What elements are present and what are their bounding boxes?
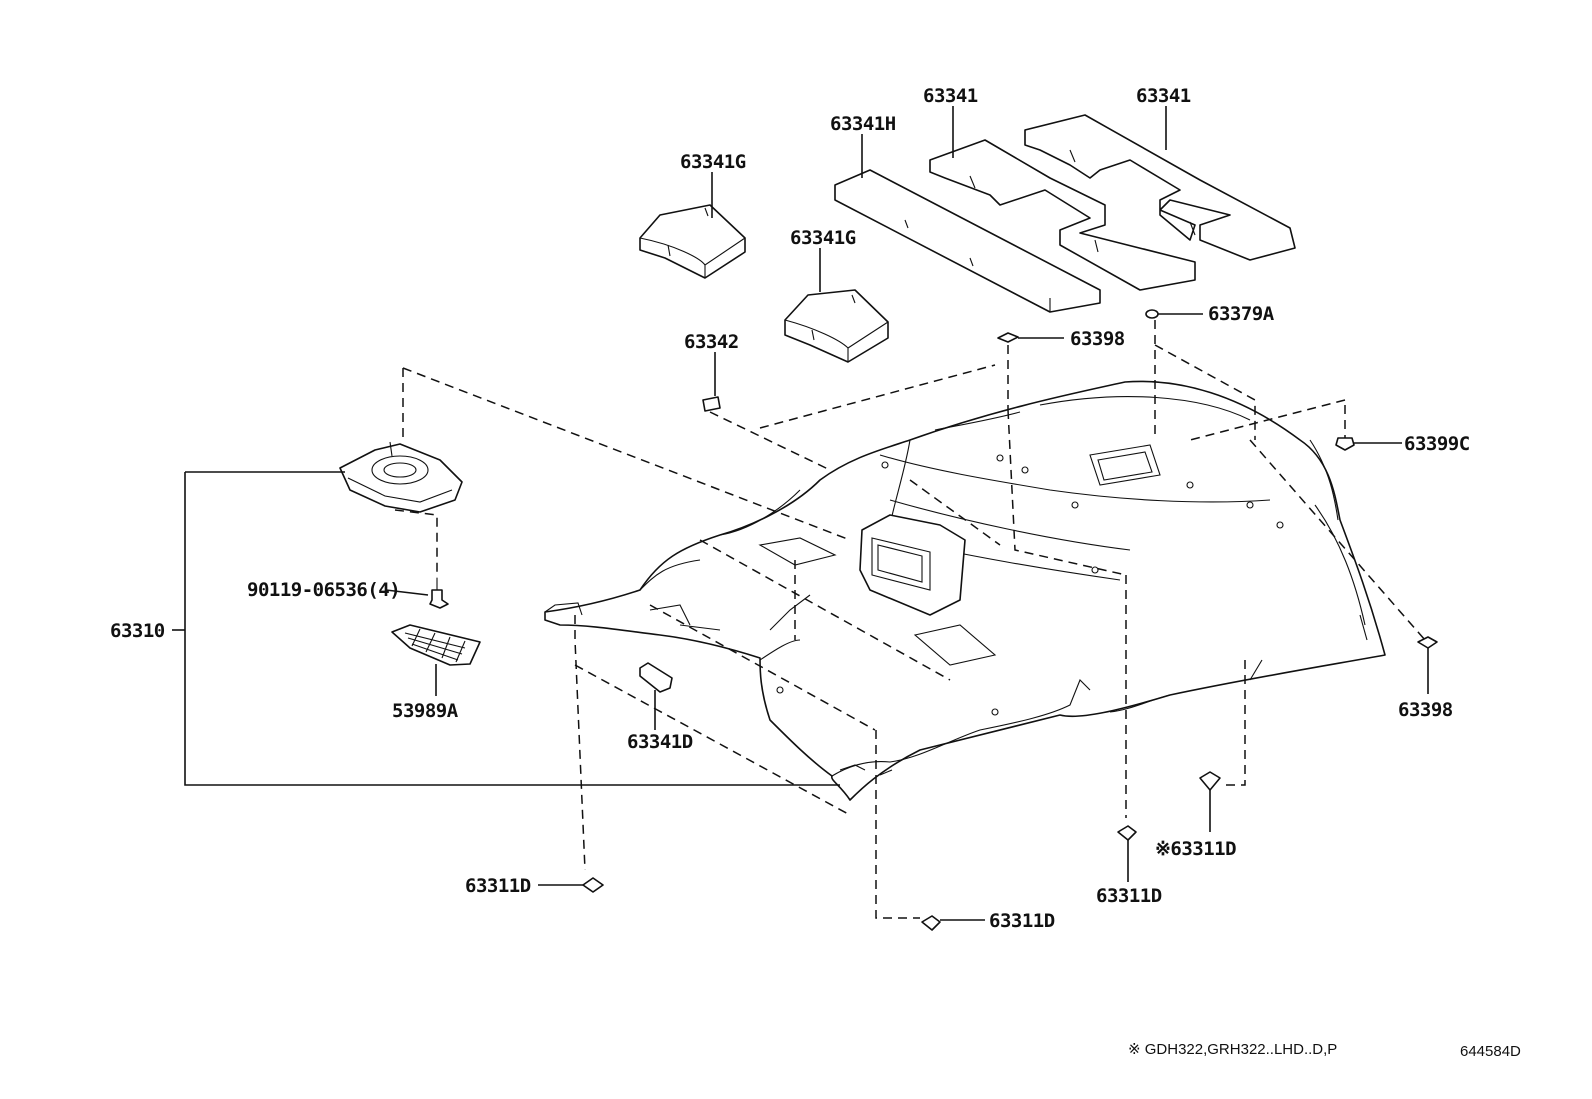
grille-53989A [391, 624, 481, 666]
clip-63398-upper [997, 332, 1019, 343]
label-63379A: 63379A [1208, 303, 1275, 325]
clip-63311D-star [1199, 771, 1221, 791]
label-63342: 63342 [684, 331, 739, 353]
pad-63341G-lower [784, 289, 889, 363]
diagram-code: 644584D [1460, 1043, 1521, 1060]
label-63398-b: 63398 [1398, 699, 1453, 721]
label-63398-a: 63398 [1070, 328, 1125, 350]
label-63311D-a: 63311D [1096, 885, 1162, 907]
clip-63398-lower [1417, 636, 1438, 649]
clip-63311D-mid [1117, 825, 1137, 841]
label-63341G-b: 63341G [790, 227, 856, 249]
bracket-assembly [339, 441, 463, 513]
label-53989A: 53989A [392, 700, 459, 722]
label-90119-06536: 90119-06536(4) [247, 579, 400, 601]
label-63341H: 63341H [830, 113, 896, 135]
pad-63341-b [1024, 114, 1296, 261]
clip-63342 [702, 396, 721, 412]
label-63341G-a: 63341G [680, 151, 746, 173]
pad-63341H [834, 169, 1101, 313]
pad-63341-a [929, 139, 1196, 291]
pad-63341G-upper [639, 204, 746, 279]
label-63311D-b: 63311D [465, 875, 531, 897]
clip-63311D-bottom [921, 915, 941, 931]
clip-63379A [1145, 309, 1159, 319]
footnote: ※ GDH322,GRH322..LHD..D,P [1128, 1041, 1337, 1058]
label-63311D-c: 63311D [989, 910, 1055, 932]
label-63341-b: 63341 [1136, 85, 1191, 107]
clip-63399C [1335, 437, 1355, 451]
screw-90119 [429, 578, 449, 609]
clip-63311D-left [582, 877, 604, 893]
leader-lines [172, 106, 1429, 921]
dashed-guides [394, 320, 1426, 919]
label-63310: 63310 [110, 620, 165, 642]
label-63311D-star: ※63311D [1155, 838, 1236, 860]
label-63341D: 63341D [627, 731, 693, 753]
clip-63341D [639, 662, 673, 693]
headliner-63310 [544, 380, 1386, 801]
label-63399C: 63399C [1404, 433, 1470, 455]
label-63341-a: 63341 [923, 85, 978, 107]
